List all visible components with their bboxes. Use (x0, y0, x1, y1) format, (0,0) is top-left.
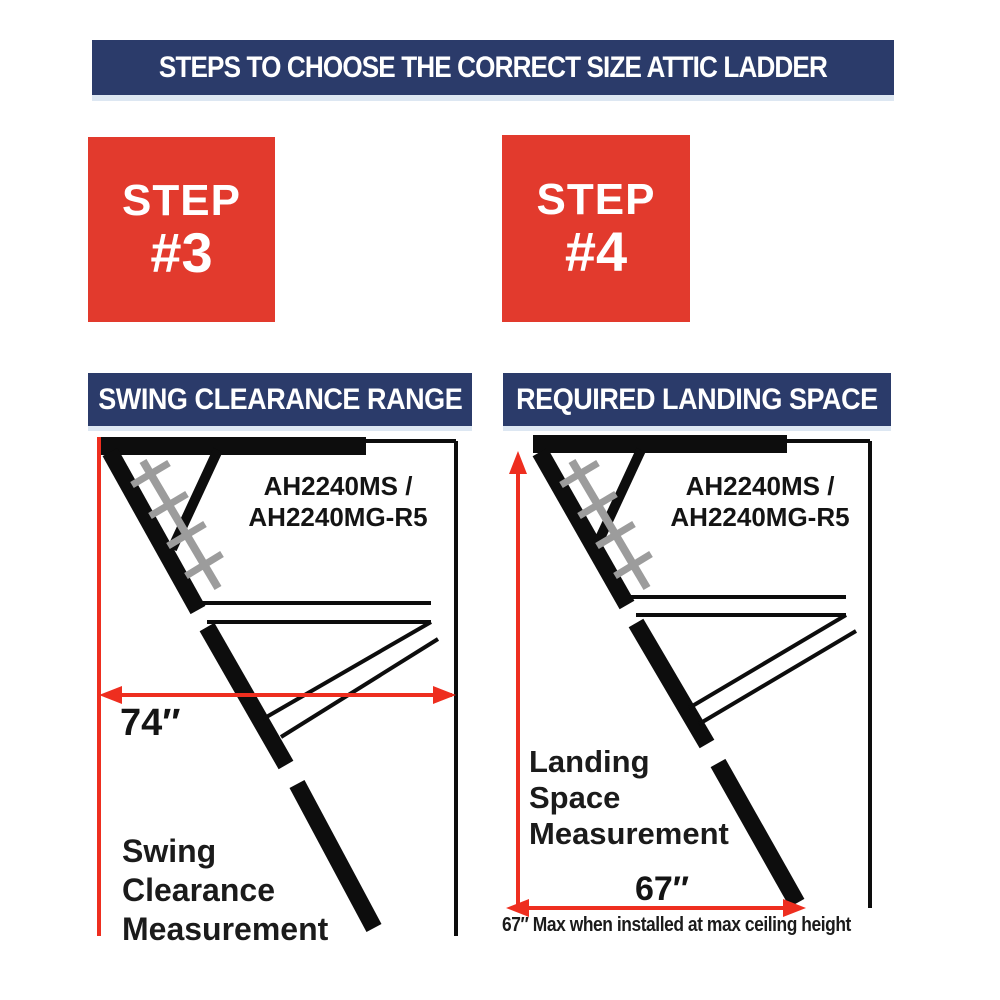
arrowhead-up-icon (509, 451, 527, 474)
landing-caption-line: Measurement (529, 816, 729, 851)
model-line2-right: AH2240MG-R5 (670, 502, 850, 532)
door-strut-left (167, 447, 223, 552)
landing-caption-line: Space (529, 780, 621, 815)
unfolded-sections-right (627, 595, 858, 726)
ceiling-bar-right (533, 435, 787, 453)
ceiling-bar-left (101, 437, 366, 455)
step4-number: #4 (564, 219, 628, 283)
swing-banner-shadow (88, 426, 472, 431)
swing-dimension-value: 74″ (120, 702, 181, 744)
lower-section-line-left (279, 637, 440, 739)
folded-ladder-rung-left (148, 490, 189, 520)
unfolded-sections-left (198, 601, 440, 739)
required-landing-banner: REQUIRED LANDING SPACE (503, 373, 891, 426)
header-banner: STEPS TO CHOOSE THE CORRECT SIZE ATTIC L… (92, 40, 894, 95)
step4-box: STEP #4 (502, 135, 690, 322)
ladder-rail-middle-left (199, 622, 294, 770)
landing-dimension-value: 67″ (634, 870, 690, 908)
model-line1-left: AH2240MS / (263, 471, 413, 501)
arrowhead-left-icon (99, 686, 122, 704)
swing-caption: Swing Clearance Measurement (122, 832, 328, 949)
model-number-label-left: AH2240MS / AH2240MG-R5 (238, 471, 438, 533)
model-number-label-right: AH2240MS / AH2240MG-R5 (660, 471, 860, 533)
lower-section-line-right (697, 629, 858, 726)
landing-footnote: 67″ Max when installed at max ceiling he… (502, 914, 851, 936)
step3-number: #3 (150, 220, 213, 284)
door-strut-right (590, 447, 646, 552)
model-line2-left: AH2240MG-R5 (248, 502, 428, 532)
step4-label: STEP (536, 174, 656, 224)
swing-caption-line: Swing (122, 833, 217, 869)
folded-ladder-rung-right (559, 459, 600, 489)
folded-ladder-rung-right (577, 490, 618, 520)
header-title: STEPS TO CHOOSE THE CORRECT SIZE ATTIC L… (158, 50, 828, 84)
folded-ladder-right (559, 458, 653, 591)
step3-label: STEP (122, 175, 241, 225)
folded-ladder-left (130, 458, 224, 591)
landing-caption: Landing Space Measurement (529, 744, 729, 852)
folded-ladder-rail-left (139, 458, 222, 591)
header-banner-shadow (92, 95, 894, 101)
swing-clearance-banner-text: SWING CLEARANCE RANGE (97, 382, 463, 416)
folded-ladder-rung-left (184, 551, 224, 579)
ladder-rail-upper-right (532, 447, 635, 610)
folded-ladder-rung-right (613, 551, 653, 579)
folded-ladder-rung-right (595, 520, 636, 550)
swing-caption-line: Measurement (122, 911, 329, 947)
arrowhead-right-icon (433, 686, 456, 704)
folded-ladder-rung-left (166, 520, 207, 550)
lower-section-line-right (687, 613, 848, 710)
folded-ladder-rung-left (130, 459, 171, 489)
step3-box: STEP #3 (88, 137, 275, 322)
swing-clearance-banner: SWING CLEARANCE RANGE (88, 373, 472, 426)
required-landing-banner-text: REQUIRED LANDING SPACE (516, 382, 878, 416)
swing-caption-line: Clearance (122, 872, 275, 908)
ladder-rail-upper-left (102, 447, 206, 615)
ladder-rail-middle-right (628, 618, 715, 749)
ladder-rail-lower-right (710, 758, 805, 908)
landing-caption-line: Landing (529, 744, 650, 779)
model-line1-right: AH2240MS / (685, 471, 835, 501)
landing-height-arrow (509, 451, 527, 906)
folded-ladder-rail-right (568, 458, 651, 591)
landing-banner-shadow (503, 426, 891, 431)
lower-section-line-left (261, 620, 433, 721)
